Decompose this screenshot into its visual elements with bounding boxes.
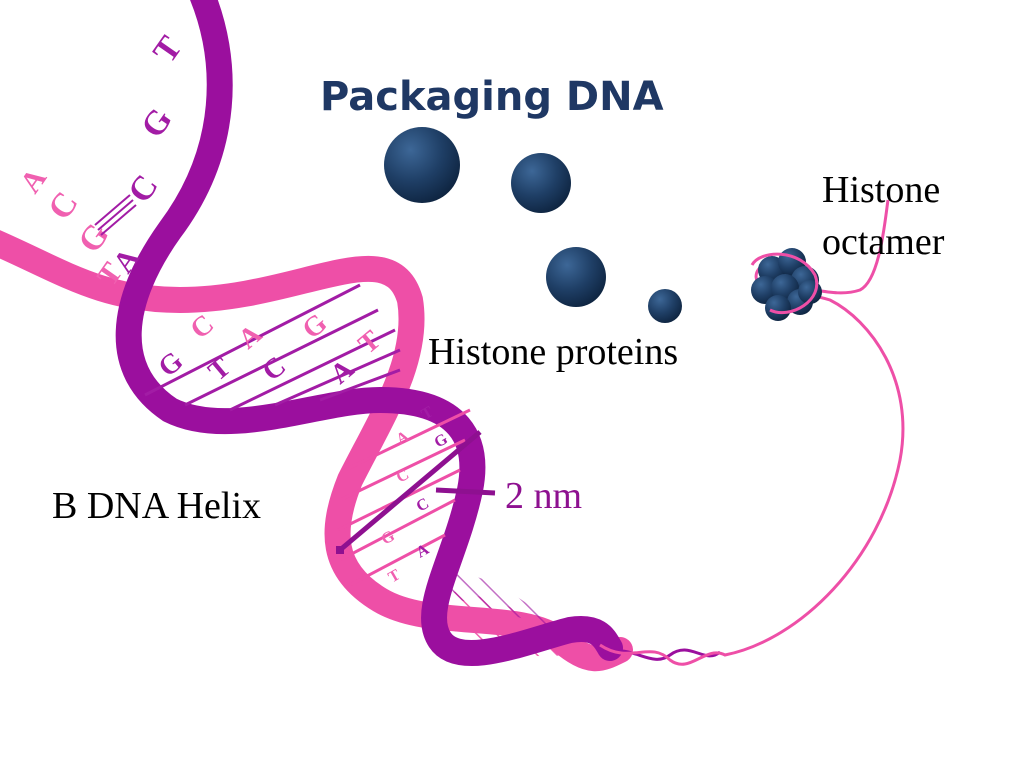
width-label: 2 nm (505, 475, 582, 517)
histone-octamer (750, 248, 822, 321)
base-letter: C (185, 309, 220, 346)
b-dna-helix-label: B DNA Helix (52, 485, 261, 527)
histone-proteins-label: Histone proteins (428, 331, 678, 373)
histone-protein-2 (511, 153, 571, 213)
histone-octamer-label-line1: Histone (822, 169, 940, 211)
histone-protein-3 (546, 247, 606, 307)
base-letter: A (325, 353, 361, 390)
base-letter: T (146, 30, 190, 70)
base-letter: C (41, 185, 85, 226)
base-letter: C (394, 466, 413, 487)
dna-strand-pink (0, 230, 633, 672)
histone-protein-4 (648, 289, 682, 323)
middle-base-pairs: G C T A C G A T (153, 307, 387, 390)
base-letter: G (71, 217, 116, 260)
middle-rungs (144, 283, 401, 412)
page-title: Packaging DNA (320, 74, 664, 120)
helix-groove-fill-magenta (420, 571, 560, 630)
base-letter: A (14, 162, 54, 199)
histone-protein-1 (384, 127, 460, 203)
dna-tail-pink (599, 199, 905, 666)
base-letter: T (386, 566, 404, 586)
base-letter: G (153, 345, 190, 383)
base-letter: A (233, 318, 269, 355)
dna-strand-magenta (115, 0, 623, 666)
base-letter: G (134, 102, 179, 145)
histone-octamer-label-line2: octamer (822, 221, 945, 263)
width-marker (336, 430, 496, 554)
base-letter: T (353, 324, 387, 360)
lower-rungs (337, 408, 471, 587)
